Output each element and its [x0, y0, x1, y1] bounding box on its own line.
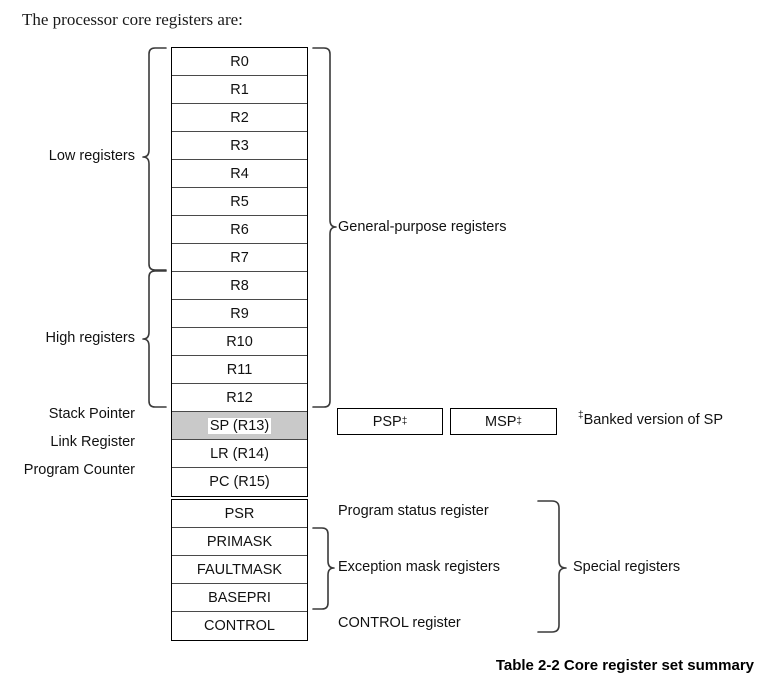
label-stack-pointer: Stack Pointer [48, 406, 135, 422]
core-register-label: R6 [230, 221, 249, 238]
core-register-row: SP (R13) [172, 412, 307, 440]
special-register-label: PSR [224, 505, 255, 522]
core-register-row: R11 [172, 356, 307, 384]
brace-low-registers [142, 47, 167, 271]
special-register-label: PRIMASK [206, 533, 273, 550]
core-register-label: PC (R15) [209, 474, 270, 490]
label-control-register: CONTROL register [338, 615, 461, 631]
core-register-row: LR (R14) [172, 440, 307, 468]
core-register-label: R10 [226, 333, 253, 350]
msp-label: MSP [485, 413, 517, 430]
label-program-counter: Program Counter [23, 462, 135, 478]
core-register-label: R7 [230, 249, 249, 266]
core-register-row: R6 [172, 216, 307, 244]
banked-footnote: ‡Banked version of SP [578, 410, 724, 428]
psp-label: PSP [372, 413, 402, 430]
core-register-row: R8 [172, 272, 307, 300]
special-register-row: CONTROL [172, 612, 307, 640]
core-register-row: R2 [172, 104, 307, 132]
core-register-label: R1 [230, 81, 249, 98]
core-register-label: R2 [230, 109, 249, 126]
label-link-register: Link Register [50, 434, 135, 450]
psp-box: PSP‡ [337, 408, 443, 435]
label-general-purpose-registers: General-purpose registers [338, 219, 507, 235]
core-register-row: R5 [172, 188, 307, 216]
core-register-label: R5 [230, 193, 249, 210]
core-register-label: R8 [230, 277, 249, 294]
label-exception-mask-registers: Exception mask registers [338, 559, 500, 575]
core-register-row: R4 [172, 160, 307, 188]
core-register-row: R0 [172, 48, 307, 76]
core-register-label: R3 [230, 137, 249, 154]
figure-caption: Table 2-2 Core register set summary [495, 657, 754, 674]
special-register-row: BASEPRI [172, 584, 307, 612]
core-register-label: R12 [226, 389, 253, 406]
brace-exception-mask [312, 527, 335, 610]
core-register-label: R11 [226, 361, 253, 378]
footnote-dagger-icon: ‡ [578, 410, 584, 422]
core-register-row: R1 [172, 76, 307, 104]
intro-text: The processor core registers are: [22, 10, 243, 29]
core-register-row: PC (R15) [172, 468, 307, 496]
label-special-registers: Special registers [573, 559, 681, 575]
core-register-row: R7 [172, 244, 307, 272]
core-register-label: R9 [230, 305, 249, 322]
brace-special-registers [537, 500, 567, 633]
special-register-label: FAULTMASK [196, 561, 283, 578]
core-register-row: R12 [172, 384, 307, 412]
label-low-registers: Low registers [48, 148, 135, 164]
core-register-label: SP (R13) [207, 417, 272, 434]
core-register-row: R9 [172, 300, 307, 328]
core-register-row: R10 [172, 328, 307, 356]
special-register-row: PRIMASK [172, 528, 307, 556]
core-register-label: R4 [230, 165, 249, 182]
footnote-text: Banked version of SP [583, 412, 724, 428]
brace-general-purpose [312, 47, 337, 408]
special-register-label: BASEPRI [208, 589, 271, 606]
core-register-row: R3 [172, 132, 307, 160]
core-register-label: R0 [230, 53, 249, 70]
core-register-label: LR (R14) [210, 445, 269, 462]
brace-high-registers [142, 270, 167, 408]
special-register-row: PSR [172, 500, 307, 528]
label-high-registers: High registers [45, 330, 135, 346]
special-register-label: CONTROL [204, 618, 275, 634]
label-program-status-register: Program status register [338, 503, 489, 519]
msp-box: MSP‡ [450, 408, 557, 435]
special-register-row: FAULTMASK [172, 556, 307, 584]
special-register-column: PSR PRIMASK FAULTMASK BASEPRI CONTROL [171, 499, 308, 641]
